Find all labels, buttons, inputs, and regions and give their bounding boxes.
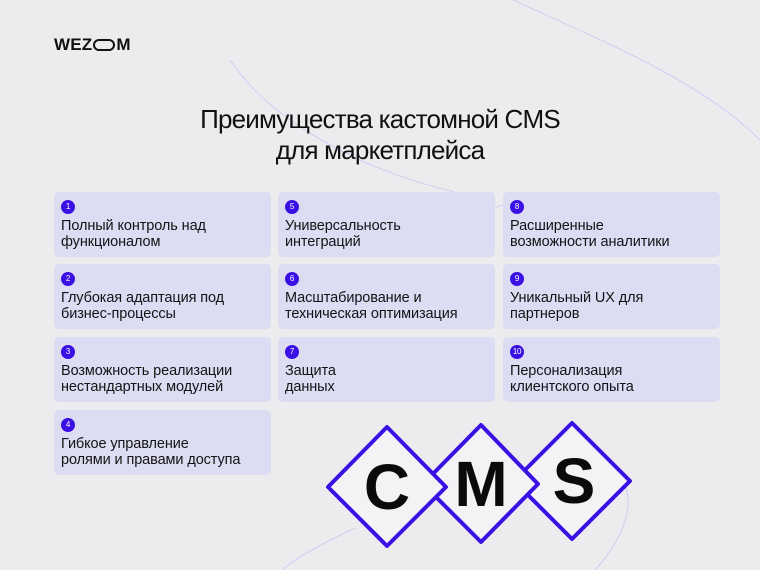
- advantage-card-5: 5 Универсальность интеграций: [278, 192, 495, 257]
- card-text-line1: Глубокая адаптация под: [61, 290, 225, 306]
- wezom-logo[interactable]: WEZ M: [54, 35, 131, 55]
- card-text-line2: возможности аналитики: [510, 234, 670, 250]
- number-badge: 4: [61, 418, 75, 432]
- card-text-line1: Возможность реализации: [61, 363, 233, 379]
- advantage-card-2: 2 Глубокая адаптация под бизнес-процессы: [54, 264, 271, 329]
- number-badge: 6: [285, 272, 299, 286]
- card-text: Глубокая адаптация под бизнес-процессы: [61, 290, 264, 322]
- card-text: Универсальность интеграций: [285, 218, 488, 250]
- card-text-line2: техническая оптимизация: [285, 306, 458, 322]
- advantage-card-7: 7 Защита данных: [278, 337, 495, 402]
- card-text-line1: Персонализация: [510, 363, 623, 379]
- card-text-line1: Масштабирование и: [285, 290, 422, 306]
- advantage-card-1: 1 Полный контроль над функционалом: [54, 192, 271, 257]
- advantage-card-6: 6 Масштабирование и техническая оптимиза…: [278, 264, 495, 329]
- number-badge: 9: [510, 272, 524, 286]
- number-badge: 8: [510, 200, 524, 214]
- card-text: Гибкое управление ролями и правами досту…: [61, 436, 264, 468]
- logo-text-right: M: [116, 35, 131, 54]
- card-text: Возможность реализации нестандартных мод…: [61, 363, 264, 395]
- page-title-line1: Преимущества кастомной CMS: [200, 104, 561, 134]
- card-text-line1: Полный контроль над: [61, 218, 206, 234]
- card-text-line1: Гибкое управление: [61, 436, 189, 452]
- logo-text-left: WEZ: [54, 35, 93, 54]
- advantage-card-3: 3 Возможность реализации нестандартных м…: [54, 337, 271, 402]
- card-text-line2: партнеров: [510, 306, 580, 322]
- card-text-line2: данных: [285, 379, 335, 395]
- card-text: Расширенные возможности аналитики: [510, 218, 713, 250]
- number-badge: 7: [285, 345, 299, 359]
- page-title: Преимущества кастомной CMS для маркетпле…: [0, 104, 760, 166]
- card-text-line1: Универсальность: [285, 218, 401, 234]
- card-text: Уникальный UX для партнеров: [510, 290, 713, 322]
- card-text-line2: ролями и правами доступа: [61, 452, 241, 468]
- advantage-card-9: 9 Уникальный UX для партнеров: [503, 264, 720, 329]
- card-text-line1: Защита: [285, 363, 336, 379]
- letter-m: M: [454, 448, 508, 520]
- card-text: Персонализация клиентского опыта: [510, 363, 713, 395]
- letter-s: S: [552, 445, 596, 517]
- advantage-card-4: 4 Гибкое управление ролями и правами дос…: [54, 410, 271, 475]
- letter-c: C: [363, 451, 411, 523]
- number-badge: 10: [510, 345, 524, 359]
- card-text-line2: нестандартных модулей: [61, 379, 224, 395]
- card-text: Масштабирование и техническая оптимизаци…: [285, 290, 488, 322]
- card-text: Полный контроль над функционалом: [61, 218, 264, 250]
- number-badge: 1: [61, 200, 75, 214]
- card-text: Защита данных: [285, 363, 488, 395]
- page-title-line2: для маркетплейса: [275, 135, 485, 165]
- advantage-card-10: 10 Персонализация клиентского опыта: [503, 337, 720, 402]
- number-badge: 5: [285, 200, 299, 214]
- card-text-line2: бизнес-процессы: [61, 306, 176, 322]
- card-text-line1: Расширенные: [510, 218, 604, 234]
- advantage-card-8: 8 Расширенные возможности аналитики: [503, 192, 720, 257]
- number-badge: 2: [61, 272, 75, 286]
- card-text-line2: функционалом: [61, 234, 161, 250]
- logo-oval-icon: [93, 39, 116, 51]
- number-badge: 3: [61, 345, 75, 359]
- card-text-line2: интеграций: [285, 234, 361, 250]
- card-text-line1: Уникальный UX для: [510, 290, 644, 306]
- card-text-line2: клиентского опыта: [510, 379, 634, 395]
